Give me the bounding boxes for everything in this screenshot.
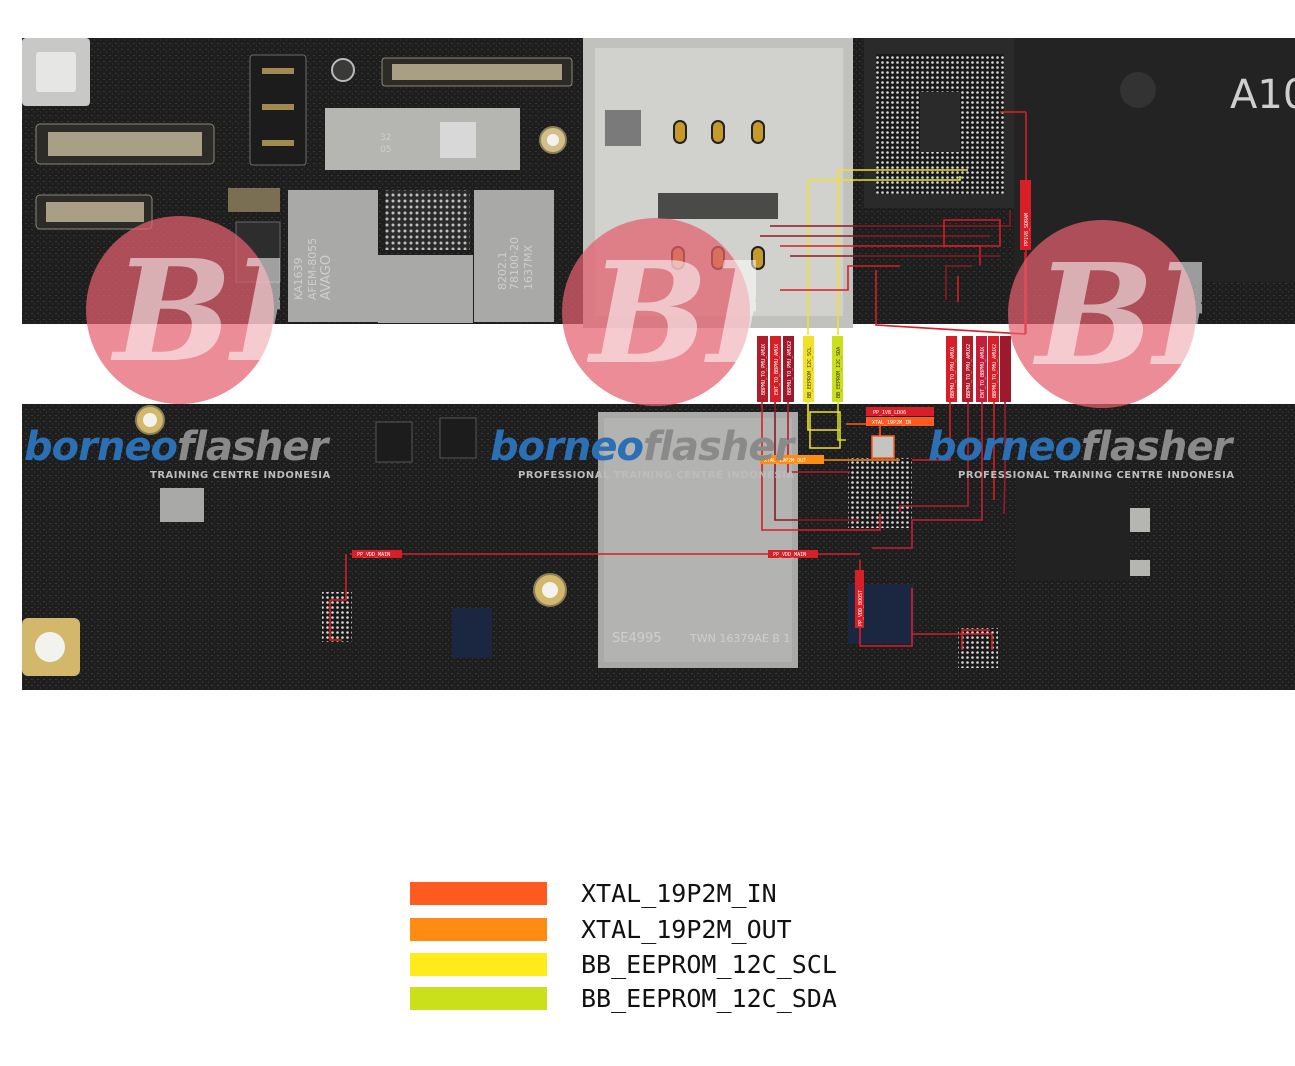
bottom-board: SE4995 TWN 16379AE B 1 [22,404,1295,690]
net-scl-vertical: BB_EEPROM_I2C_SCL [807,347,813,398]
legend-swatch [410,918,547,941]
brand-watermark-2: borneoflasher [490,424,794,470]
legend-item-sda: BB_EEPROM_12C_SDA [410,984,930,1013]
legend-item-scl: BB_EEPROM_12C_SCL [410,950,930,979]
brand-first: borneo [24,424,178,470]
legend-label: XTAL_19P2M_IN [581,879,777,908]
brand-subtitle-2: PROFESSIONAL TRAINING CENTRE INDONESIA [518,470,795,481]
net-pp-1v8-ldo6: PP_1V8_LDO6 [873,410,906,416]
net-xtal-out-small: XTAL_19P2M_OUT [764,458,806,464]
legend-swatch [410,987,547,1010]
legend-item-xtal-in: XTAL_19P2M_IN [410,879,930,908]
net-right-v2: BBPMU_TO_PMU_AMUX2 [966,344,972,398]
brand-first: borneo [490,424,644,470]
brand-watermark-1: borneoflasher [24,424,328,470]
net-left-v3: BBPMU_TO_PMU_AMUX2 [787,341,793,395]
logo-watermark-3: BF [1002,214,1262,414]
net-pp1v8-sdram: PP1V8_SDRAM [1024,213,1030,246]
legend-label: BB_EEPROM_12C_SDA [581,984,837,1013]
bf-logo-icon: BF [562,218,816,406]
brand-subtitle-1: TRAINING CENTRE INDONESIA [150,470,331,481]
net-right-v4: BBPMU_TO_PMU_AMUX2 [992,344,998,398]
chip-32-text: 32 [380,133,391,143]
legend-label: BB_EEPROM_12C_SCL [581,950,837,979]
chip-05-text: 05 [380,145,391,155]
top-traces [760,111,1027,335]
brand-watermark-3: borneoflasher [928,424,1232,470]
chip-8202: 8202.1 [496,252,509,291]
avago-1-line2: AFEM-8055 [306,238,319,300]
nand-code: TWN 16379AE B 1 [689,632,790,645]
net-right-v1: BBPMU_TO_PMU_AMUX [950,347,956,398]
logo-watermark-2: BF [556,212,816,412]
net-left-v1: BBPMU_TO_PMU_AMUX [761,344,767,395]
brand-subtitle-3: PROFESSIONAL TRAINING CENTRE INDONESIA [958,470,1235,481]
net-left-v2: ENT_TO_BBPMU_AMUX [774,344,780,395]
bf-logo-icon: BF [86,216,340,404]
brand-first: borneo [928,424,1082,470]
net-xtal-in-small: XTAL_19P2M_IN [872,420,911,426]
logo-watermark-1: BF [80,210,340,410]
net-pp-vdd-boost: PP_VDD_BOOST [858,590,864,626]
brand-second: flasher [176,424,328,470]
legend-swatch [410,882,547,905]
logo-text-3: BF [1032,234,1202,398]
bf-logo-icon: BF [1008,220,1262,408]
vertical-net-tags: BBPMU_TO_PMU_AMUX ENT_TO_BBPMU_AMUX BBPM… [757,180,1031,402]
avago-1-line3: KA1639 [292,257,305,300]
net-pp-vdd-main-left: PP_VDD_MAIN [357,552,390,558]
logo-text-1: BF [110,230,280,394]
net-pp-vdd-main-right: PP_VDD_MAIN [773,552,806,558]
net-right-v3: ENT_TO_BBPMU_AMUX [980,347,986,398]
brand-second: flasher [642,424,794,470]
legend-item-xtal-out: XTAL_19P2M_OUT [410,915,930,944]
logo-text-2: BF [586,232,756,396]
legend-swatch [410,953,547,976]
net-sda-vertical: BB_EEPROM_I2C_SDA [836,347,842,398]
legend-label: XTAL_19P2M_OUT [581,915,792,944]
nand-label: SE4995 [612,631,662,646]
bottom-net-tags: PP_VDD_MAIN PP_VDD_MAIN PP_1V8_LDO6 XTAL… [352,407,934,628]
avago-1-line1: AVAGO [319,255,334,300]
chip-78100: 78100-20 [508,237,521,290]
cpu-label: A10 [1230,72,1295,118]
chip-78100-b: 1637MX [522,245,535,290]
brand-second: flasher [1080,424,1232,470]
